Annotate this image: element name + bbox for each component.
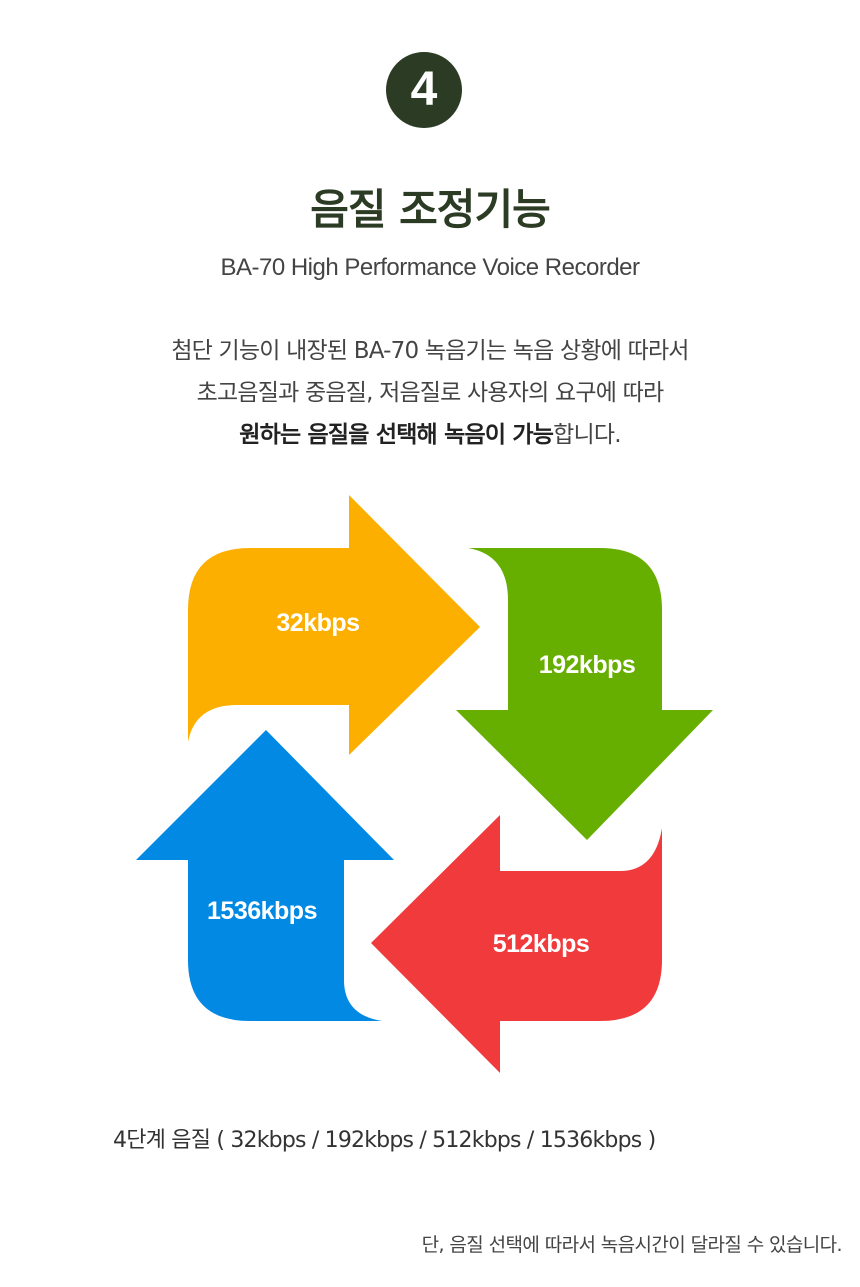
label-512kbps: 512kbps [493,930,590,958]
arrow-left-512kbps [371,815,662,1073]
label-1536kbps: 1536kbps [207,897,317,925]
arrow-down-192kbps [456,548,713,840]
label-32kbps: 32kbps [276,609,359,637]
description-line-1: 첨단 기능이 내장된 BA-70 녹음기는 녹음 상황에 따라서 [171,338,689,364]
label-192kbps: 192kbps [539,651,636,679]
page-title: 음질 조정기능 [310,185,550,234]
quality-levels-text: 4단계 음질 ( 32kbps / 192kbps / 512kbps / 15… [113,1128,656,1153]
description-line-2: 초고음질과 중음질, 저음질로 사용자의 요구에 따라 [196,380,664,406]
page-subtitle: BA-70 High Performance Voice Recorder [220,254,640,281]
arrow-right-32kbps [188,495,480,755]
step-number-badge: 4 [386,52,462,128]
description-line-3-rest: 합니다. [553,422,621,448]
arrow-up-1536kbps [136,730,394,1021]
footnote: 단, 음질 선택에 따라서 녹음시간이 달라질 수 있습니다. [421,1234,843,1256]
description: 첨단 기능이 내장된 BA-70 녹음기는 녹음 상황에 따라서 초고음질과 중… [0,330,860,456]
description-emphasis: 원하는 음질을 선택해 녹음이 가능 [239,422,554,448]
description-line-3: 원하는 음질을 선택해 녹음이 가능합니다. [0,414,860,456]
